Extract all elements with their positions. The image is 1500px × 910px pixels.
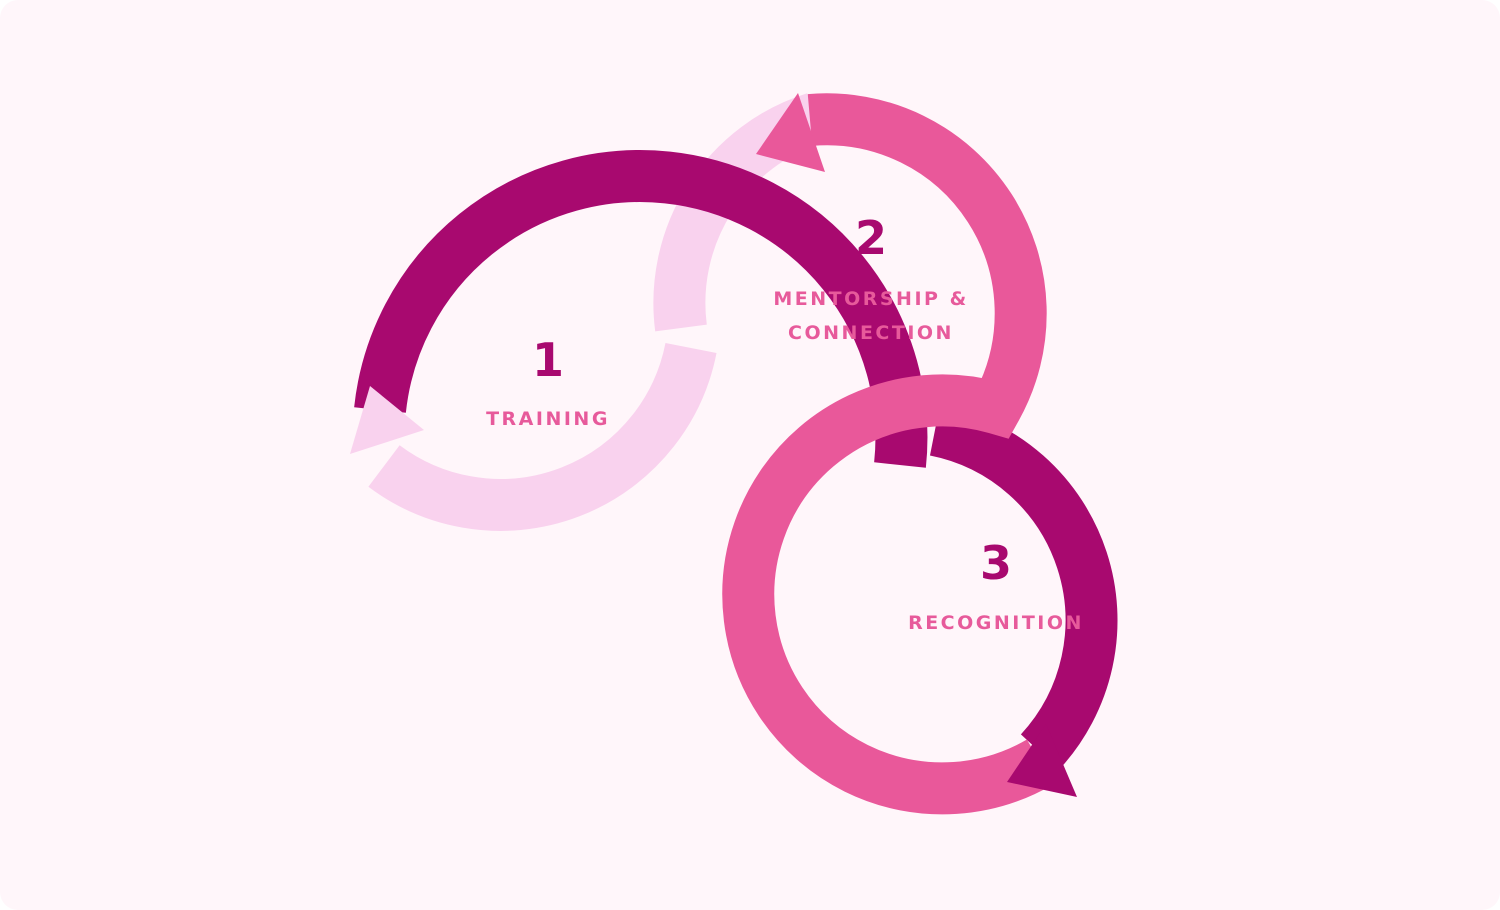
step-1-label-line: TRAINING [486,408,610,430]
circle-1-dark-arc [354,150,928,468]
s-curve-arc [722,93,1054,815]
step-2-label-line: MENTORSHIP & [773,288,969,310]
step-1-number: 1 [531,333,564,387]
circle-3-dark-arc [929,404,1118,770]
circle-2-arrowhead [756,93,825,172]
step-3-number: 3 [979,536,1012,590]
step-2-label: MENTORSHIP & CONNECTION [721,282,1021,350]
circle-1-light-arc [368,342,717,531]
step-2-number: 2 [854,211,887,265]
circle-3-arrowhead [1007,724,1077,797]
step-1-label: TRAINING [398,402,698,436]
step-3-label: RECOGNITION [846,606,1146,640]
step-3-label-line: RECOGNITION [908,612,1084,634]
step-2-label-line: CONNECTION [788,322,954,344]
circle-1-arrowhead [350,386,424,454]
